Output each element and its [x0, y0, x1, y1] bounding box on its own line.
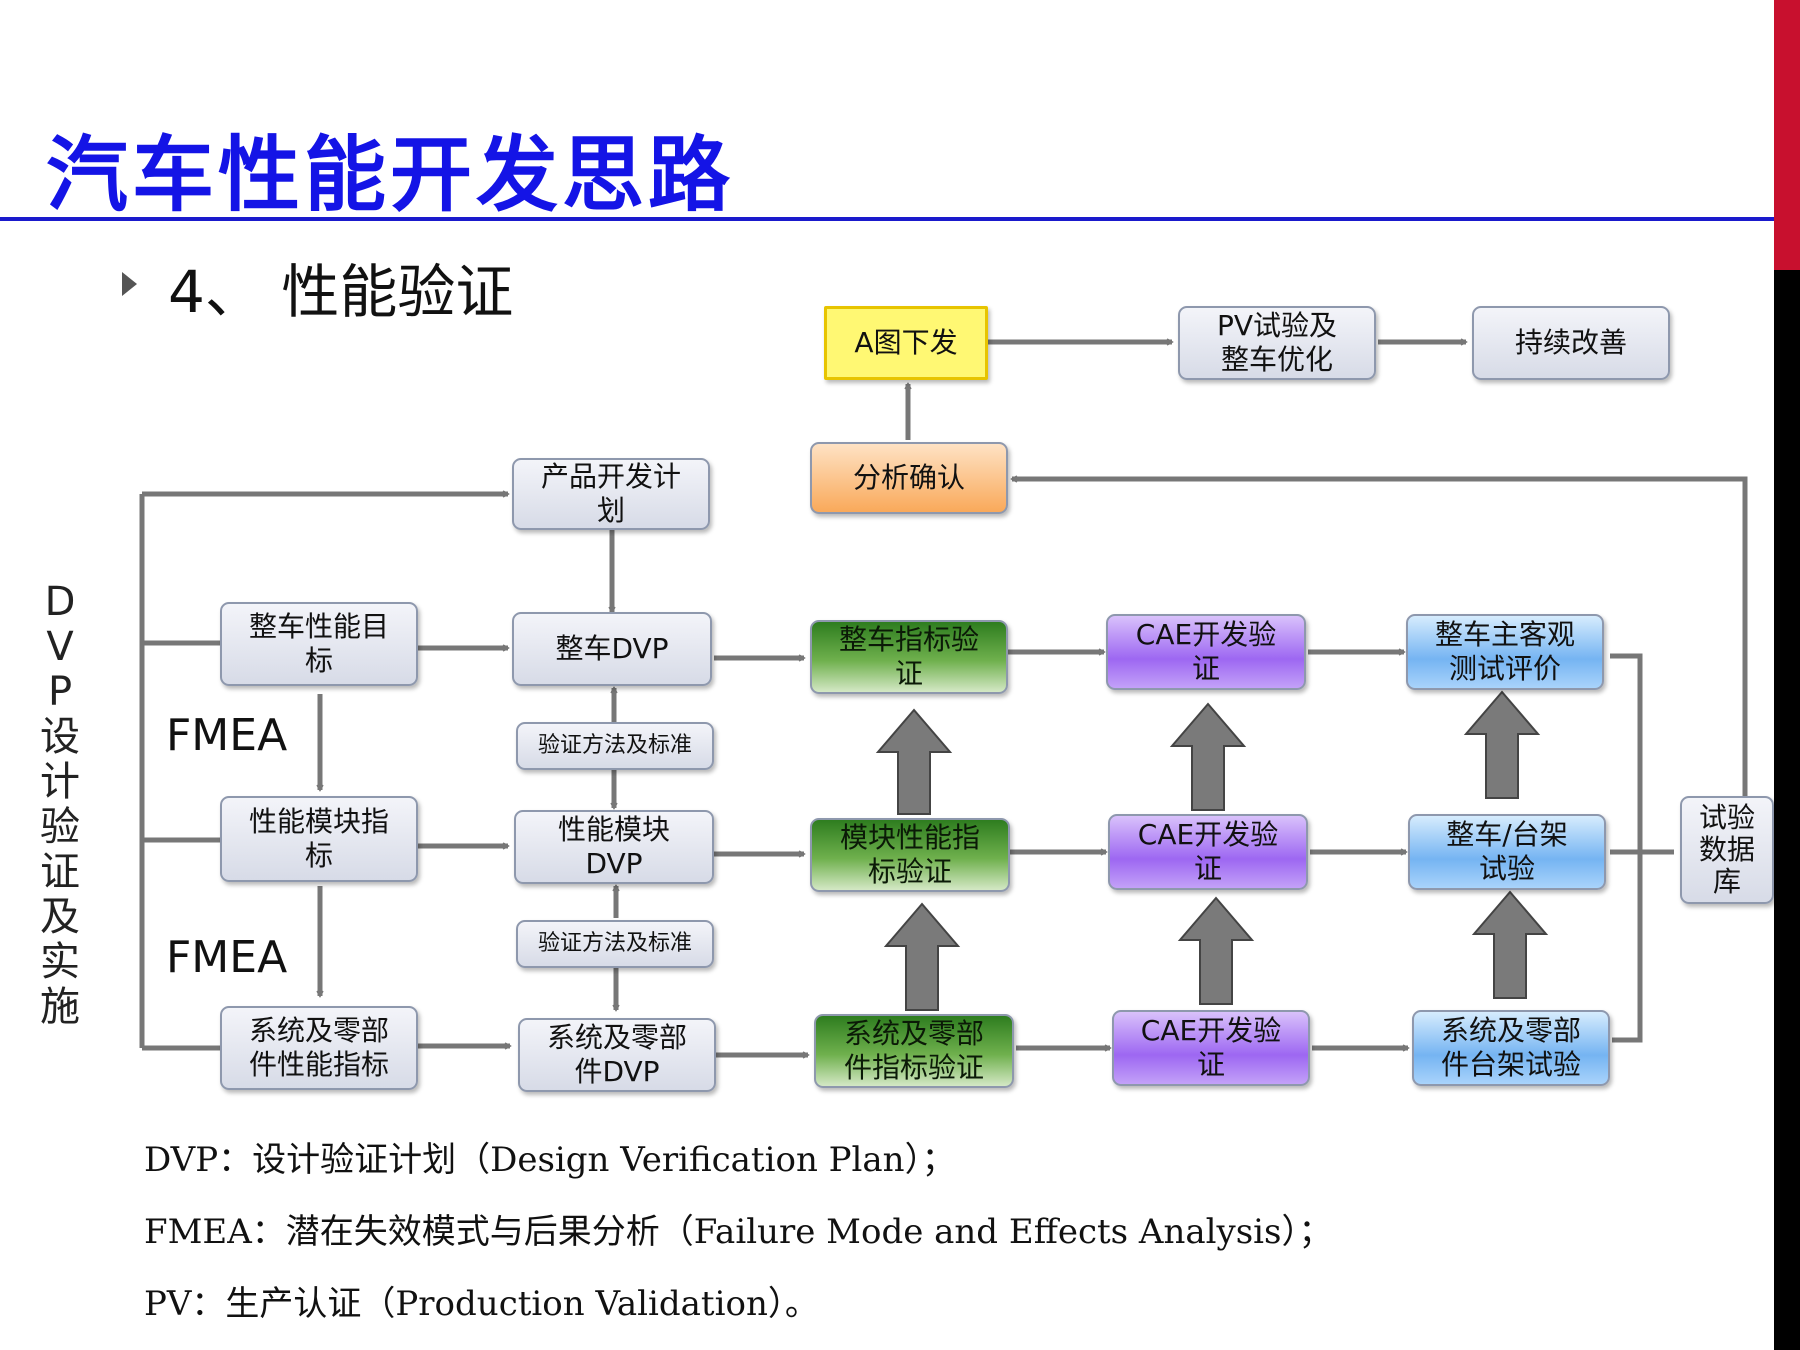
fmea-label-2: FMEA: [166, 932, 288, 983]
node-vehicle-verify[interactable]: 整车指标验 证: [810, 620, 1008, 694]
block-arrow-1-1: [875, 708, 953, 815]
node-continuous-improvement[interactable]: 持续改善: [1472, 306, 1670, 380]
node-method-1[interactable]: 验证方法及标准: [516, 722, 714, 770]
note-pv: PV：生产认证（Production Validation）。: [144, 1284, 819, 1324]
bullet-triangle-icon: [122, 272, 137, 296]
arrow-database-to-analysis: [1012, 479, 1748, 796]
node-product-plan[interactable]: 产品开发计 划: [512, 458, 710, 530]
node-a-release[interactable]: A图下发: [824, 306, 988, 380]
node-vehicle-target[interactable]: 整车性能目 标: [220, 602, 418, 686]
node-method-2[interactable]: 验证方法及标准: [516, 920, 714, 968]
note-dvp: DVP：设计验证计划（Design Verification Plan）；: [144, 1140, 956, 1180]
note-fmea: FMEA：潜在失效模式与后果分析（Failure Mode and Effect…: [144, 1212, 1333, 1252]
node-subjective-eval[interactable]: 整车主客观 测试评价: [1406, 614, 1604, 690]
block-arrow-1-2: [1169, 702, 1247, 811]
node-parts-verify[interactable]: 系统及零部 件指标验证: [814, 1014, 1014, 1088]
fmea-label-1: FMEA: [166, 710, 288, 761]
block-arrow-2-2: [1177, 896, 1255, 1005]
node-parts-target[interactable]: 系统及零部 件性能指标: [220, 1006, 418, 1090]
node-pv-test[interactable]: PV试验及 整车优化: [1178, 306, 1376, 380]
node-cae-2[interactable]: CAE开发验 证: [1108, 814, 1308, 890]
node-rig-test[interactable]: 整车/台架 试验: [1408, 814, 1606, 890]
node-test-database[interactable]: 试验 数据 库: [1680, 796, 1774, 904]
accent-bar-black: [1774, 270, 1800, 1350]
node-vehicle-dvp[interactable]: 整车DVP: [512, 612, 712, 686]
node-module-dvp[interactable]: 性能模块 DVP: [514, 810, 714, 884]
node-parts-dvp[interactable]: 系统及零部 件DVP: [518, 1018, 716, 1092]
page-title: 汽车性能开发思路: [46, 127, 735, 223]
block-arrow-1-3: [1463, 690, 1541, 799]
node-cae-1[interactable]: CAE开发验 证: [1106, 614, 1306, 690]
bracket-to-database: [1610, 653, 1643, 1043]
node-analysis-confirm[interactable]: 分析确认: [810, 442, 1008, 514]
node-module-verify[interactable]: 模块性能指 标验证: [810, 818, 1010, 892]
section-subtitle: 4、 性能验证: [168, 258, 514, 326]
node-cae-3[interactable]: CAE开发验 证: [1112, 1010, 1310, 1086]
accent-bar-red: [1774, 0, 1800, 270]
block-arrow-2-3: [1471, 890, 1549, 999]
node-module-target[interactable]: 性能模块指 标: [220, 796, 418, 882]
title-divider: [0, 217, 1774, 221]
block-arrow-2-1: [883, 902, 961, 1011]
node-parts-rig[interactable]: 系统及零部 件台架试验: [1412, 1010, 1610, 1086]
side-label-dvp: DVP设计验证及实施: [40, 579, 80, 1030]
